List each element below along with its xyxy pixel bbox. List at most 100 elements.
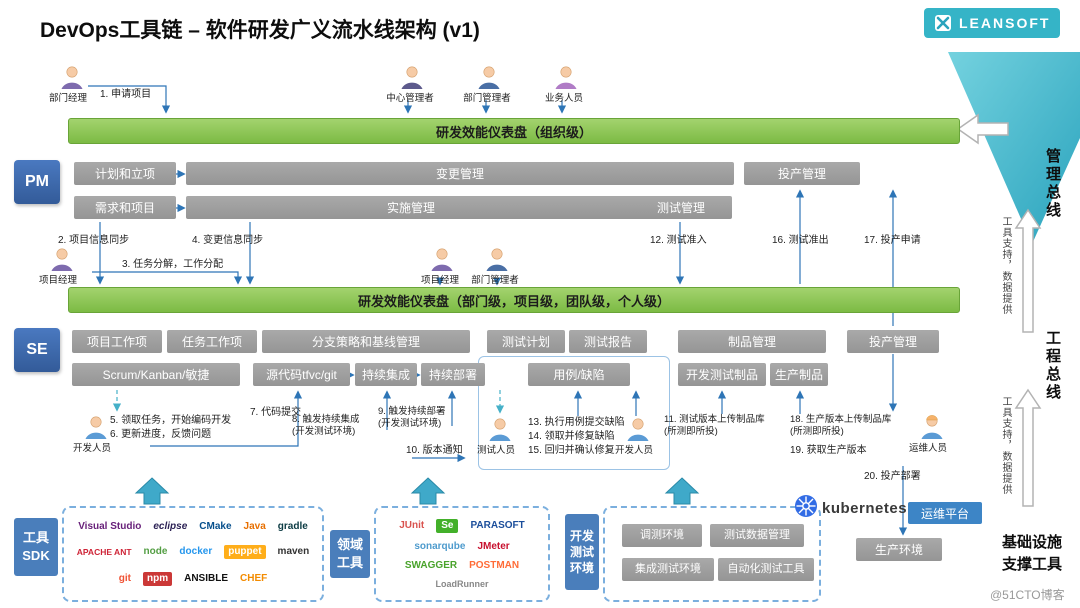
dashboard-bar-org: 研发效能仪表盘（组织级） — [68, 118, 960, 144]
infrastructure-tools-label: 基础设施 支撑工具 — [1001, 534, 1062, 573]
eclipse-logo: eclipse — [153, 520, 188, 532]
annotation-19: 19. 获取生产版本 — [790, 445, 867, 456]
dept-admin-mid-label: 部门管理者 — [471, 275, 519, 286]
hollow-arrow-up-1 — [1014, 208, 1042, 333]
prod-env-button: 生产环境 — [856, 538, 942, 561]
flow-up-arrows — [134, 477, 700, 505]
dept-admin-mid-icon — [483, 246, 511, 277]
ansible-logo: ANSIBLE — [184, 573, 228, 585]
kubernetes-icon — [794, 494, 818, 523]
se-button-testcase-defect: 用例/缺陷 — [528, 363, 630, 386]
selenium-logo: Se — [436, 519, 459, 534]
ops-platform-button: 运维平台 — [908, 502, 982, 524]
test-loop-outline — [478, 356, 670, 470]
developer-right-label: 开发人员 — [614, 445, 653, 456]
devtest-button-test-data: 测试数据管理 — [710, 524, 804, 547]
annotation-6: 6. 更新进度，反馈问题 — [110, 429, 212, 440]
hollow-bus-arrows — [956, 113, 1042, 507]
annotation-7: 7. 代码提交 — [250, 407, 302, 418]
developer-right-icon — [624, 416, 652, 447]
project-manager-left-icon — [48, 246, 76, 277]
annotation-8: 8. 触发持续集成 (开发测试环境) — [292, 414, 360, 438]
java-logo: Java — [243, 520, 266, 532]
leansoft-logo-text: LEANSOFT — [959, 15, 1051, 31]
center-manager-icon — [398, 64, 426, 95]
cmake-logo: CMake — [199, 520, 232, 532]
developer-left-icon — [82, 414, 110, 445]
se-button-branch-baseline: 分支策略和基线管理 — [262, 330, 470, 353]
center-manager-label: 中心管理者 — [386, 93, 434, 104]
flow-up-arrow-1 — [134, 477, 170, 505]
domain-tools-tag: 领域 工具 — [330, 530, 370, 578]
dept-admin-top-icon — [475, 64, 503, 95]
pm-button-release-management: 投产管理 — [744, 162, 860, 185]
devtest-button-debug-env: 调测环境 — [622, 524, 702, 547]
annotation-2: 2. 项目信息同步 — [58, 235, 130, 246]
se-button-test-report: 测试报告 — [569, 330, 647, 353]
nodejs-logo: node — [143, 545, 168, 557]
se-button-project-workitem: 项目工作项 — [72, 330, 162, 353]
se-button-test-plan: 测试计划 — [487, 330, 565, 353]
se-button-release-management: 投产管理 — [847, 330, 939, 353]
tester-label: 测试人员 — [476, 445, 515, 456]
dashboard-bar-dept: 研发效能仪表盘（部门级，项目级，团队级，个人级） — [68, 287, 960, 313]
sonarqube-logo: sonarqube — [414, 541, 466, 553]
dept-admin-top-label: 部门管理者 — [463, 93, 511, 104]
se-button-devtest-artifact: 开发测试制品 — [678, 363, 766, 386]
project-manager-mid-label: 项目经理 — [420, 275, 459, 286]
npm-logo: npm — [142, 572, 173, 587]
loadrunner-logo: LoadRunner — [435, 578, 489, 589]
dept-manager-top-icon — [58, 64, 86, 95]
corner-triangle-decoration — [948, 52, 1080, 244]
apache-ant-logo: APACHE ANT — [76, 546, 132, 557]
pm-button-plan-initiation: 计划和立项 — [74, 162, 176, 185]
kubernetes-label: kubernetes — [822, 500, 908, 517]
developer-left-label: 开发人员 — [72, 443, 111, 454]
annotation-17: 17. 投产申请 — [864, 235, 921, 246]
engineering-bus-label: 工程总线 — [1044, 330, 1061, 402]
pm-lane-label: PM — [14, 160, 60, 204]
se-lane-label: SE — [14, 328, 60, 372]
domain-tools-badges: JUnit Se PARASOFT sonarqube JMeter SWAGG… — [376, 508, 548, 600]
pm-button-test-management: 测试管理 — [630, 196, 732, 219]
devtest-button-automation-tools: 自动化测试工具 — [718, 558, 814, 581]
se-button-scrum-kanban: Scrum/Kanban/敏捷 — [72, 363, 240, 386]
leansoft-logo-icon — [935, 15, 951, 31]
git-logo: git — [118, 573, 131, 585]
devtest-env-tag: 开发 测试 环境 — [565, 514, 599, 590]
page-title: DevOps工具链 – 软件研发广义流水线架构 (v1) — [40, 19, 480, 42]
se-button-continuous-deployment: 持续部署 — [421, 363, 485, 386]
business-user-icon — [552, 64, 580, 95]
annotation-3: 3. 任务分解，工作分配 — [122, 259, 224, 270]
domain-tools-box: JUnit Se PARASOFT sonarqube JMeter SWAGG… — [374, 506, 550, 602]
tool-sdk-box: Visual Studio eclipse CMake Java gradle … — [62, 506, 324, 602]
devtest-button-integration-env: 集成测试环境 — [622, 558, 714, 581]
pm-button-change-management: 变更管理 — [186, 162, 734, 185]
annotation-16: 16. 测试准出 — [772, 235, 829, 246]
dept-manager-top-label: 部门经理 — [48, 93, 87, 104]
tool-sdk-badges: Visual Studio eclipse CMake Java gradle … — [64, 508, 322, 600]
flow-up-arrow-3 — [664, 477, 700, 505]
se-button-continuous-integration: 持续集成 — [355, 363, 417, 386]
annotation-1: 1. 申请项目 — [100, 89, 152, 100]
jmeter-logo: JMeter — [477, 541, 510, 553]
swagger-logo: SWAGGER — [404, 559, 458, 571]
devtest-env-box — [603, 506, 821, 602]
annotation-9: 9. 触发持续部署 (开发测试环境) — [378, 406, 446, 430]
tester-icon — [486, 416, 514, 447]
gradle-logo: gradle — [277, 520, 308, 532]
leansoft-logo: LEANSOFT — [924, 8, 1061, 38]
annotation-5: 5. 领取任务，开始编码开发 — [110, 415, 232, 426]
tool-sdk-tag: 工具 SDK — [14, 518, 58, 576]
se-button-source-code: 源代码tfvc/git — [253, 363, 350, 386]
annotation-4: 4. 变更信息同步 — [192, 235, 264, 246]
annotation-18: 18. 生产版本上传制品库 (所测即所投) — [790, 414, 892, 438]
pm-button-requirements-projects: 需求和项目 — [74, 196, 176, 219]
se-button-task-workitem: 任务工作项 — [167, 330, 257, 353]
docker-logo: docker — [179, 545, 213, 557]
management-bus-label: 管理总线 — [1044, 148, 1061, 220]
annotation-14: 14. 领取并修复缺陷 — [528, 431, 615, 442]
parasoft-logo: PARASOFT — [470, 520, 525, 532]
visual-studio-logo: Visual Studio — [78, 520, 142, 532]
project-manager-mid-icon — [428, 246, 456, 277]
